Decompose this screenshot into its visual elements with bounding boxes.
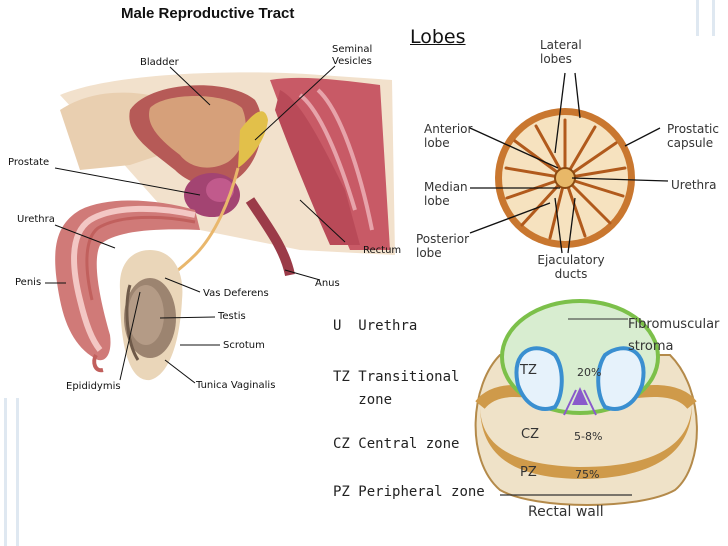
label-rectum: Rectum: [363, 245, 402, 256]
label-seminal-vesicles: Seminal Vesicles: [332, 44, 373, 67]
zone-legend-pz: PZ Peripheral zone: [333, 484, 485, 500]
label-tz: TZ: [520, 363, 537, 378]
prostate-zones-diagram: [474, 299, 698, 506]
label-urethra-lobes: Urethra: [671, 178, 717, 192]
label-tunica-vaginalis: Tunica Vaginalis: [196, 380, 276, 391]
label-anterior-lobe: Anterior lobe: [424, 122, 473, 150]
label-vas-deferens: Vas Deferens: [203, 288, 269, 299]
label-testis: Testis: [218, 311, 246, 322]
label-bladder: Bladder: [140, 57, 179, 68]
label-epididymis: Epididymis: [66, 381, 121, 392]
label-fibromuscular-stroma: Fibromuscular stroma: [628, 317, 720, 354]
male-reproductive-tract-illustration: [45, 65, 395, 384]
label-cz: CZ: [521, 427, 539, 442]
anatomy-title: Male Reproductive Tract: [121, 5, 295, 22]
label-pz-pct: 75%: [575, 468, 600, 481]
label-prostatic-capsule: Prostatic capsule: [667, 122, 719, 150]
prostate-lobes-cross-section: [469, 72, 669, 254]
label-pz: PZ: [520, 465, 537, 480]
label-urethra: Urethra: [17, 214, 55, 225]
slide-decoration-left-2: [16, 398, 19, 546]
slide-decoration-right-top: [696, 0, 699, 36]
zone-legend-u: U Urethra: [333, 318, 418, 334]
label-rectal-wall: Rectal wall: [528, 504, 604, 520]
lobes-heading: Lobes: [410, 26, 466, 48]
label-anus: Anus: [315, 278, 340, 289]
slide-decoration-left: [4, 398, 7, 546]
label-prostate: Prostate: [8, 157, 50, 168]
slide-decoration-right-top-2: [712, 0, 715, 36]
zone-legend-cz: CZ Central zone: [333, 436, 460, 452]
label-ejaculatory-ducts: Ejaculatory ducts: [537, 253, 605, 281]
label-cz-pct: 5-8%: [574, 430, 603, 443]
zone-legend-tz: TZ Transitional zone: [333, 369, 460, 408]
label-lateral-lobes: Lateral lobes: [540, 38, 582, 66]
label-median-lobe: Median lobe: [424, 180, 468, 208]
label-penis: Penis: [15, 277, 42, 288]
label-scrotum: Scrotum: [223, 340, 265, 351]
label-tz-pct: 20%: [577, 366, 602, 379]
label-posterior-lobe: Posterior lobe: [416, 232, 470, 260]
